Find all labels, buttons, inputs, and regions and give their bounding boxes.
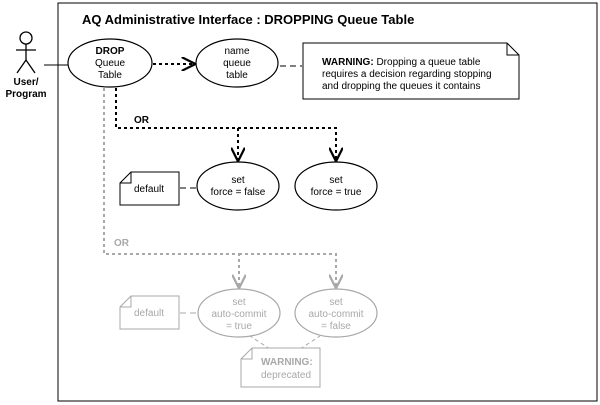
- node-set-force-false: set force = false: [196, 161, 280, 211]
- actor-label-line2: Program: [5, 89, 46, 100]
- svg-text:default: default: [134, 184, 164, 195]
- svg-text:auto-commit: auto-commit: [308, 309, 363, 320]
- svg-text:= false: = false: [321, 321, 351, 332]
- svg-text:= true: = true: [226, 321, 252, 332]
- svg-text:force = false: force = false: [211, 187, 266, 198]
- node-set-auto-commit-false: set auto-commit = false: [294, 288, 378, 338]
- svg-text:auto-commit: auto-commit: [211, 309, 266, 320]
- svg-text:and dropping the queues it con: and dropping the queues it contains: [322, 81, 480, 92]
- arrow-drop-to-auto-false: [239, 253, 336, 287]
- note-warning-drop: WARNING: Dropping a queue table requires…: [302, 42, 520, 100]
- svg-text:set: set: [232, 297, 246, 308]
- node-drop-queue-table: DROP Queue Table: [67, 38, 153, 88]
- svg-text:table: table: [226, 70, 248, 81]
- node-set-auto-commit-true: set auto-commit = true: [197, 288, 281, 338]
- svg-text:requires a decision regarding: requires a decision regarding stopping: [322, 69, 492, 80]
- actor-label-line1: User/: [13, 77, 38, 88]
- svg-text:set: set: [329, 297, 343, 308]
- diagram-title: AQ Administrative Interface : DROPPING Q…: [82, 12, 414, 27]
- svg-text:name: name: [224, 46, 249, 57]
- note-warning-deprecated: WARNING: deprecated: [240, 347, 321, 388]
- svg-text:queue: queue: [223, 58, 251, 69]
- diagram-frame: [57, 2, 598, 402]
- svg-text:Table: Table: [98, 70, 122, 81]
- arrow-drop-to-force-false: [115, 88, 238, 160]
- arrow-drop-to-force-true: [238, 127, 336, 160]
- note-connector-deprecated-right: [299, 335, 321, 350]
- node-set-force-true: set force = true: [294, 161, 378, 211]
- actor-stick-figure-icon: [16, 31, 36, 74]
- svg-text:Queue: Queue: [95, 58, 125, 69]
- svg-text:WARNING:: WARNING:: [261, 357, 313, 368]
- svg-text:default: default: [134, 308, 164, 319]
- svg-text:WARNING: Dropping a queue tabl: WARNING: Dropping a queue table: [322, 57, 481, 68]
- note-connector-deprecated-left: [249, 335, 271, 350]
- or-label-force: OR: [134, 115, 150, 126]
- or-label-auto: OR: [114, 238, 130, 249]
- svg-text:DROP: DROP: [96, 46, 125, 57]
- node-name-queue-table: name queue table: [195, 38, 279, 88]
- svg-text:set: set: [329, 175, 343, 186]
- svg-text:set: set: [231, 175, 245, 186]
- svg-text:force = true: force = true: [311, 187, 362, 198]
- note-default-auto: default: [119, 295, 180, 330]
- svg-text:deprecated: deprecated: [261, 370, 311, 381]
- note-default-force: default: [119, 171, 180, 206]
